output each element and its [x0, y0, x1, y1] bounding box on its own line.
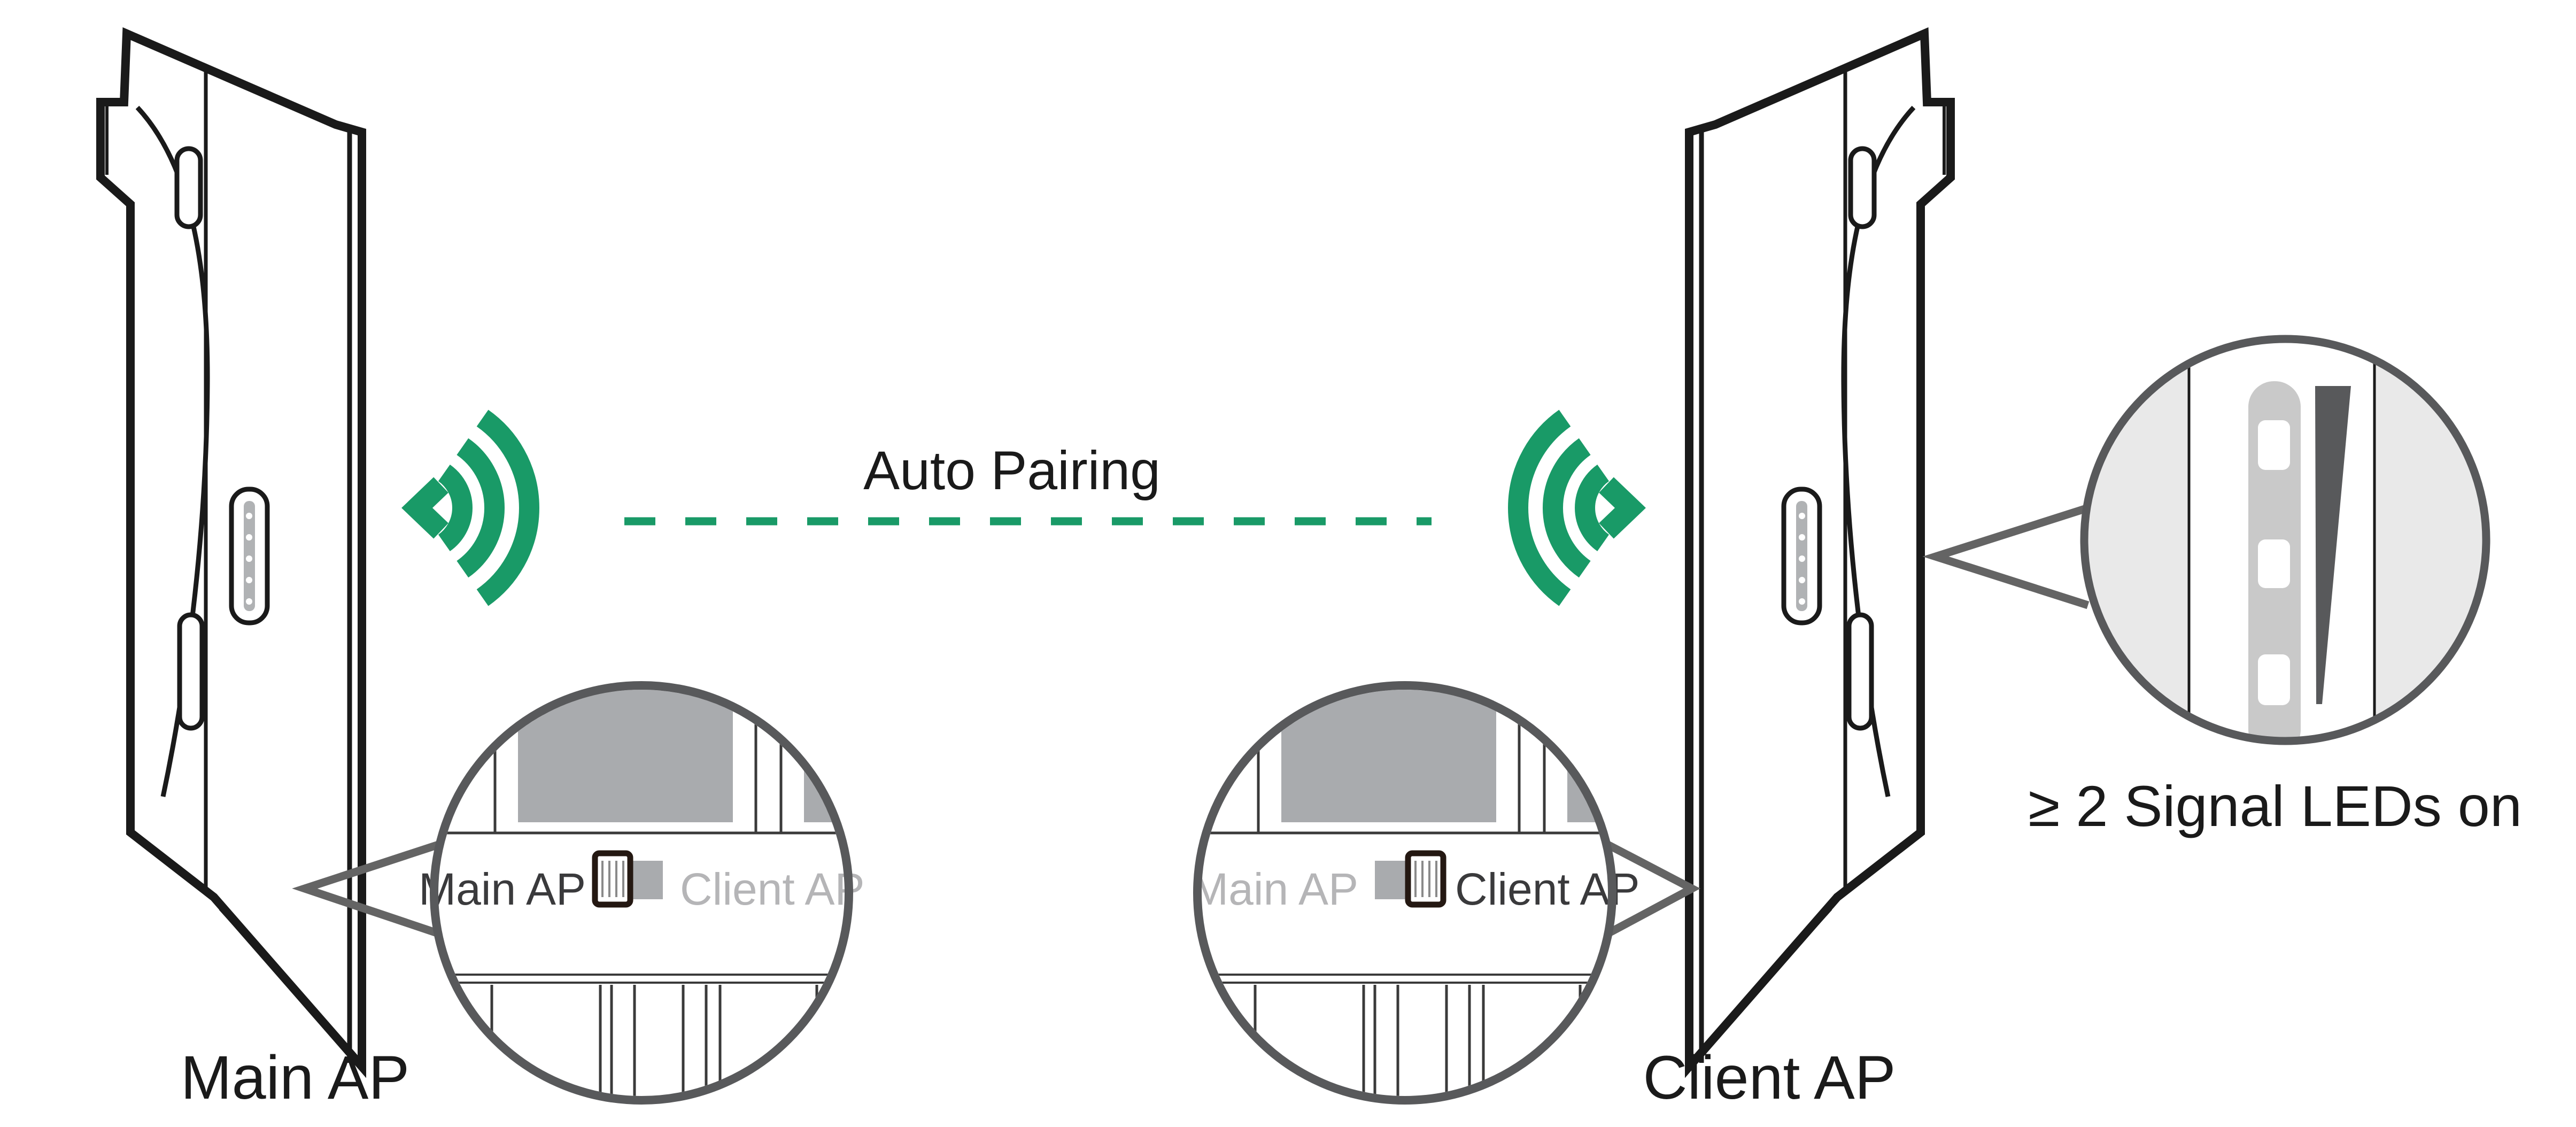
led-callout-pointer — [1922, 504, 2090, 609]
main-ap-device-label: Main AP — [181, 1044, 409, 1112]
right-callout-ring — [1193, 681, 1616, 1105]
switch-knob — [1405, 850, 1446, 908]
led-note: ≥ 2 Signal LEDs on — [2028, 774, 2522, 838]
client-ap-switch-callout: Main AP Client AP — [1191, 681, 1701, 1105]
client-ap-device — [1689, 34, 1951, 1067]
signal-led-1 — [2258, 420, 2290, 470]
left-wifi-icon — [417, 418, 529, 598]
switch-knob-grip-lines — [601, 861, 624, 897]
switch-track — [630, 861, 663, 899]
right-wifi-icon — [1518, 418, 1630, 598]
led-callout-ring — [2080, 335, 2490, 745]
left-switch-client-ap-label: Client AP — [680, 864, 865, 914]
switch-knob — [592, 850, 633, 908]
switch-knob-grip-lines — [1414, 861, 1437, 897]
mode-switch-right — [1375, 850, 1446, 908]
led-callout-content — [2088, 343, 2482, 737]
signal-led-2 — [2258, 539, 2290, 588]
signal-led-3 — [2258, 654, 2290, 705]
left-callout-pointer — [292, 840, 440, 938]
right-callout-pointer — [1606, 841, 1701, 937]
led-callout — [1922, 335, 2490, 745]
right-switch-main-ap-label: Main AP — [1191, 864, 1358, 914]
left-switch-main-ap-label: Main AP — [419, 864, 586, 914]
signal-strength-wedge-icon — [2315, 386, 2351, 704]
mode-switch-left — [592, 850, 663, 908]
client-ap-device-label: Client AP — [1643, 1044, 1896, 1112]
main-ap-device — [100, 34, 362, 1067]
switch-track — [1375, 861, 1408, 899]
auto-pairing-label: Auto Pairing — [863, 440, 1161, 501]
left-callout-ring — [430, 681, 853, 1105]
main-ap-switch-callout: Main AP Client AP — [292, 681, 865, 1105]
